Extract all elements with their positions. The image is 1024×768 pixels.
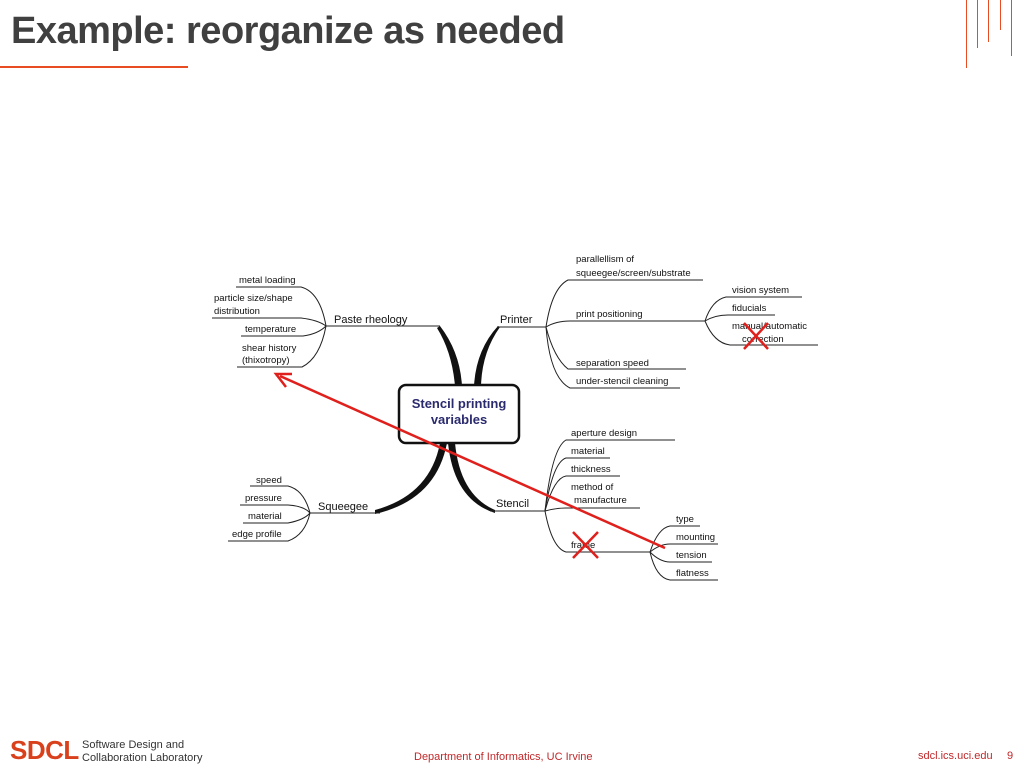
squeegee-item: material (248, 511, 282, 522)
branch-label-printer: Printer (500, 314, 533, 326)
squeegee-item: speed (256, 475, 282, 486)
branch-squeegee: Squeegee speed pressure material edge pr… (228, 475, 380, 542)
stencil-item: material (571, 446, 605, 457)
decorative-line (977, 0, 978, 48)
trunk-printer (474, 326, 500, 386)
frame-item: flatness (676, 568, 709, 579)
decorative-line (1000, 0, 1001, 30)
printer-item: under-stencil cleaning (576, 376, 668, 387)
paste-item: shear history (242, 343, 297, 354)
frame-item: mounting (676, 532, 715, 543)
squeegee-item: pressure (245, 493, 282, 504)
branch-paste-rheology: Paste rheology metal loading particle si… (212, 275, 440, 368)
branch-printer: Printer parallellism of squeegee/screen/… (497, 254, 818, 389)
paste-item: (thixotropy) (242, 355, 290, 366)
positioning-item: correction (742, 334, 784, 345)
center-label-line1: Stencil printing (412, 396, 507, 411)
department-label: Department of Informatics, UC Irvine (414, 751, 593, 763)
paste-item: temperature (245, 324, 296, 335)
printer-item: print positioning (576, 309, 643, 320)
printer-item: separation speed (576, 358, 649, 369)
stencil-item: thickness (571, 464, 611, 475)
annotation-overlay (273, 322, 769, 559)
positioning-item: manual/automatic (732, 321, 807, 332)
paste-item: distribution (214, 306, 260, 317)
page-number: 9 (1007, 750, 1014, 762)
cross-mark-icon (572, 531, 599, 559)
decorative-line (966, 0, 967, 68)
frame-item: type (676, 514, 694, 525)
center-label-line2: variables (431, 412, 487, 427)
lab-name-line2: Collaboration Laboratory (82, 751, 203, 764)
trunk-paste-rheology (437, 326, 462, 386)
squeegee-item: edge profile (232, 529, 282, 540)
lab-name-line1: Software Design and (82, 739, 185, 751)
center-node (397, 383, 521, 445)
decorative-line (1011, 0, 1012, 56)
title-underline (0, 66, 188, 68)
branch-label-squeegee: Squeegee (318, 501, 368, 513)
decorative-line (988, 0, 989, 42)
branch-stencil: Stencil aperture design material thickne… (490, 428, 718, 581)
frame-item: tension (676, 550, 707, 561)
footer-url: sdcl.ics.uci.edu (918, 750, 993, 762)
stencil-item: aperture design (571, 428, 637, 439)
sdcl-logo: SDCL (10, 735, 79, 765)
stencil-item: method of (571, 482, 614, 493)
paste-item: particle size/shape (214, 293, 293, 304)
branch-label-stencil: Stencil (496, 498, 529, 510)
positioning-item: fiducials (732, 303, 767, 314)
cross-mark-icon (743, 322, 769, 350)
trunk-stencil (448, 443, 495, 513)
printer-item: squeegee/screen/substrate (576, 268, 691, 279)
positioning-item: vision system (732, 285, 789, 296)
trunk-squeegee (375, 443, 447, 514)
printer-item: parallellism of (576, 254, 634, 265)
lab-name: Software Design and Collaboration Labora… (82, 739, 202, 764)
stencil-item: frame (571, 540, 595, 551)
arrow-head-icon (273, 372, 292, 388)
branch-label-paste-rheology: Paste rheology (334, 314, 408, 326)
stencil-item: manufacture (574, 495, 627, 506)
paste-item: metal loading (239, 275, 296, 286)
reorganize-arrow (279, 374, 666, 550)
slide-title: Example: reorganize as needed (11, 10, 565, 52)
